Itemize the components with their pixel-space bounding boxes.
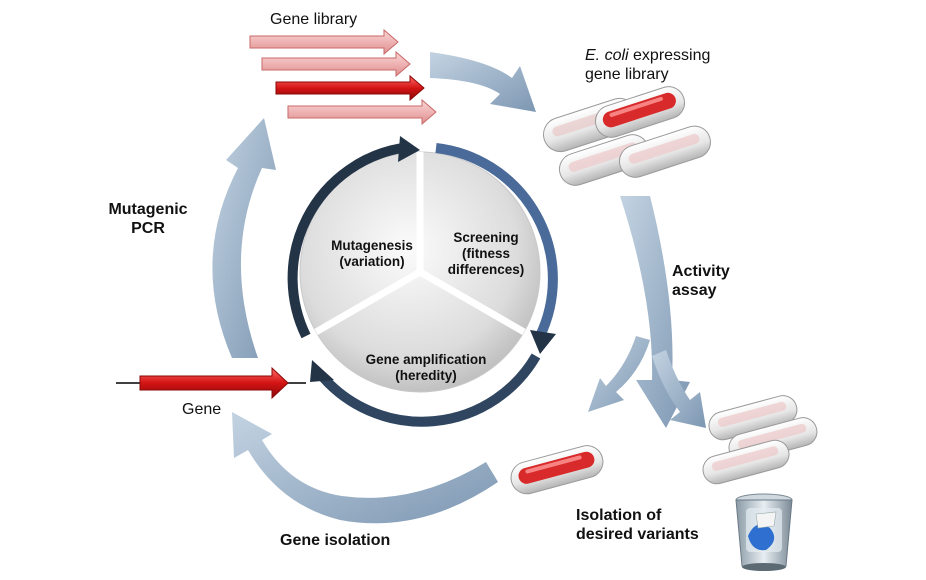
inner-arrow-mutagenesis [287,143,403,339]
gene-arrow [116,366,306,400]
arrow-assay-to-isolation [588,336,650,412]
outer-cycle-arrows [212,52,706,524]
label-screening-line2: (fitness [461,246,510,261]
cell-2-red [594,86,686,138]
library-gene-2 [261,50,411,78]
label-mutagenic-line1: Mutagenic [108,201,188,218]
label-mutagenesis: Mutagenesis (variation) [318,238,426,270]
inner-arrowhead-amplification [310,360,334,382]
label-activity-assay: Activity assay [672,262,730,300]
cell-4 [618,125,711,178]
label-mutagenesis-line2: (variation) [339,254,405,269]
label-isolation-line2: desired variants [576,526,699,543]
library-gene-3 [275,74,425,102]
arrow-ecoli-to-assay [620,196,690,428]
label-activity-line1: Activity [672,263,730,280]
label-isolation-variants: Isolation of desired variants [576,506,699,544]
ecoli-cluster [543,86,711,186]
label-screening-line3: differences) [447,262,525,277]
inner-arrowhead-mutagenesis [398,136,420,162]
label-screening-line1: Screening [453,230,519,245]
selected-cell [510,445,604,495]
label-mutagenic-pcr: Mutagenic PCR [98,200,198,238]
label-mutagenic-line2: PCR [131,220,165,237]
inner-arrow-screening [435,143,558,339]
arrow-gene-to-library [212,118,276,358]
inner-cycle-arrows [287,136,558,427]
inner-arrowhead-screening [530,330,556,354]
inner-arrow-amplification [318,353,541,427]
label-ecoli: E. coli expressing gene library [585,46,710,84]
label-gene-isolation: Gene isolation [280,532,391,549]
library-gene-4 [287,98,437,126]
label-ecoli-line2: gene library [585,66,669,83]
label-screening: Screening (fitness differences) [432,230,540,278]
label-mutagenesis-line1: Mutagenesis [331,238,413,253]
label-amplification-line2: (heredity) [395,368,457,383]
label-gene-amplification: Gene amplification (heredity) [352,352,500,384]
central-disc [299,151,541,393]
label-amplification-line1: Gene amplification [365,352,487,367]
gene-library-arrows [249,28,437,126]
label-gene-library: Gene library [270,11,358,28]
label-isolation-line1: Isolation of [576,507,662,524]
label-activity-line2: assay [672,282,717,299]
arrow-library-to-ecoli [430,52,536,112]
label-ecoli-rest: expressing [628,47,711,64]
arrow-isolation-to-gene [232,412,498,524]
trash-bin-icon [735,493,793,571]
label-ecoli-species: E. coli [585,47,629,64]
label-gene: Gene [182,401,222,418]
arrow-assay-to-discard [652,350,706,428]
library-gene-1 [249,28,399,56]
discarded-cells [702,395,818,485]
